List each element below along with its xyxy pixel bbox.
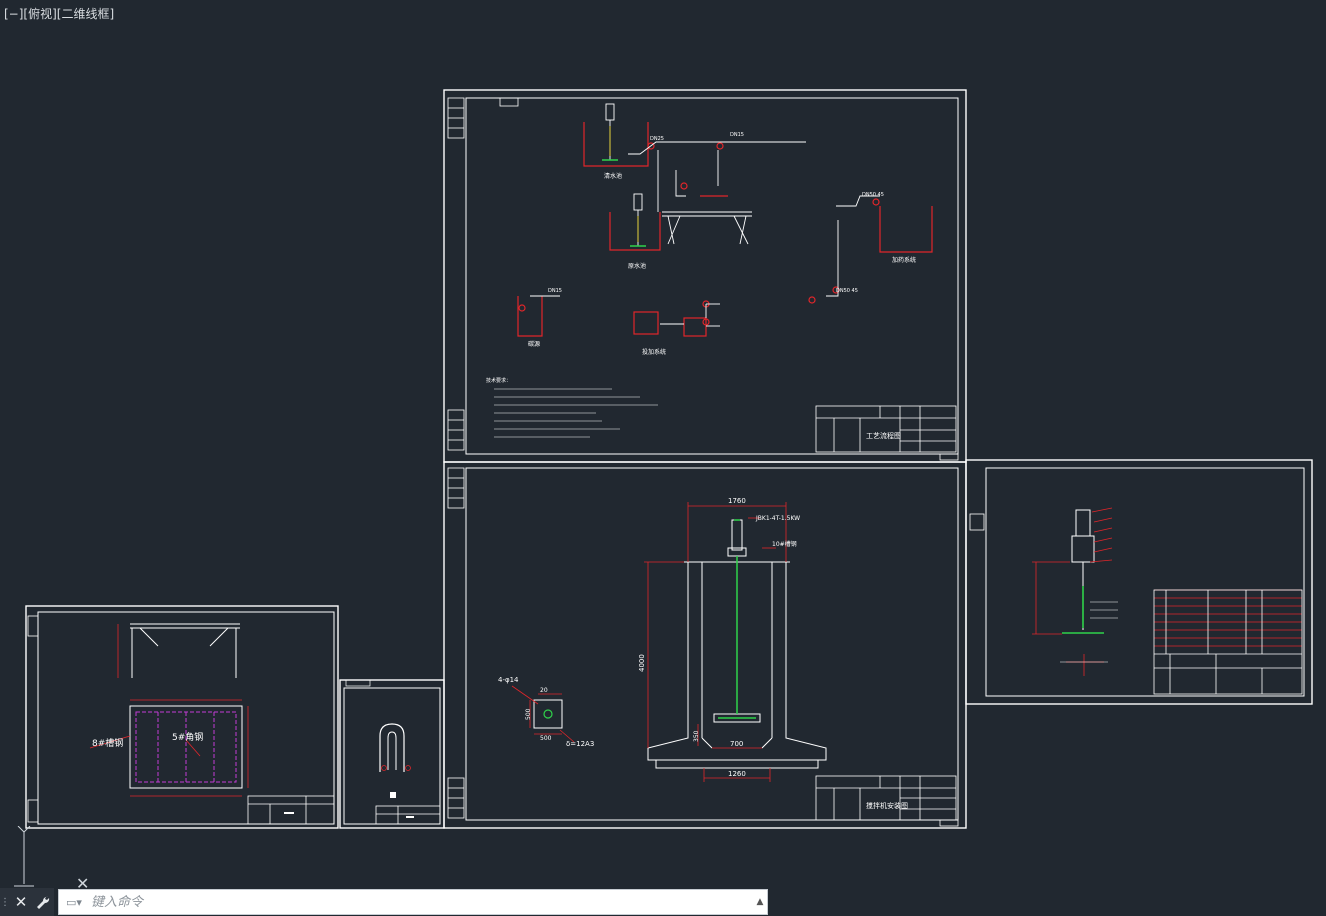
grip-handle[interactable]: ⋮ [0, 888, 10, 916]
label-chemical-system: 加药系统 [892, 256, 916, 264]
label-carbon-source: 碳源 [528, 340, 540, 348]
close-icon[interactable]: ✕ [10, 888, 32, 916]
wrench-icon [37, 896, 50, 909]
hook-sheet [339, 679, 445, 829]
command-line: ⋮ ✕ ▭▾ ▲ [0, 888, 770, 916]
notes-heading: 技术要求： [486, 377, 511, 384]
frame-label-angle: 5#角钢 [172, 731, 203, 743]
frame-label-channel: 8#槽钢 [92, 737, 123, 749]
pipe-tag-2: DN15 [730, 132, 744, 138]
dim-500-a: 500 [525, 708, 532, 720]
dim-4000: 4000 [638, 654, 646, 672]
dim-1260: 1260 [728, 770, 746, 778]
dim-500-b: 500 [540, 735, 552, 742]
command-input-box[interactable]: ▭▾ ▲ [58, 889, 768, 915]
process-title-block-label: 工艺流程图 [866, 431, 901, 440]
pipe-tag-1: DN25 [650, 136, 664, 142]
viewport-label[interactable]: [−][俯视][二维线框] [4, 7, 115, 21]
mixer-model-label: JBK1-4T-1.5KW [755, 515, 800, 522]
pipe-tag-5: DN50 45 [836, 288, 858, 294]
frame-sheet: 8#槽钢 5#角钢 [25, 605, 339, 829]
pipe-tag-3: DN15 [548, 288, 562, 294]
channel-steel-callout: 10#槽钢 [772, 540, 797, 548]
settings-icon[interactable] [32, 888, 54, 916]
ucs-icon [14, 826, 34, 887]
dim-20: 20 [540, 687, 548, 694]
dim-700: 700 [730, 740, 743, 748]
parts-sheet [965, 459, 1313, 705]
dim-1760: 1760 [728, 497, 746, 505]
command-prompt-icon[interactable]: ▭▾ [66, 895, 82, 909]
process-sheet: 工艺流程图 [443, 89, 967, 463]
mixer-title-block-label: 搅拌机安装图 [866, 801, 908, 810]
command-input[interactable] [89, 891, 753, 913]
close-floating-icon[interactable]: ✕ [76, 874, 90, 893]
label-clean-water-tank: 清水池 [604, 172, 622, 180]
label-raw-water-tank: 原水池 [628, 262, 646, 270]
dim-350: 350 [693, 730, 700, 742]
plate-hole-label: 4-φ14 [498, 676, 519, 684]
label-dosing-system: 投加系统 [642, 348, 666, 356]
command-history-arrow-icon[interactable]: ▲ [756, 897, 764, 907]
plate-thickness-label: δ=12A3 [566, 740, 594, 748]
drawing-canvas[interactable]: 工艺流程图 [0, 0, 1326, 888]
pipe-tag-4: DN50 45 [862, 192, 884, 198]
mixer-sheet: 搅拌机安装图 [443, 461, 967, 829]
